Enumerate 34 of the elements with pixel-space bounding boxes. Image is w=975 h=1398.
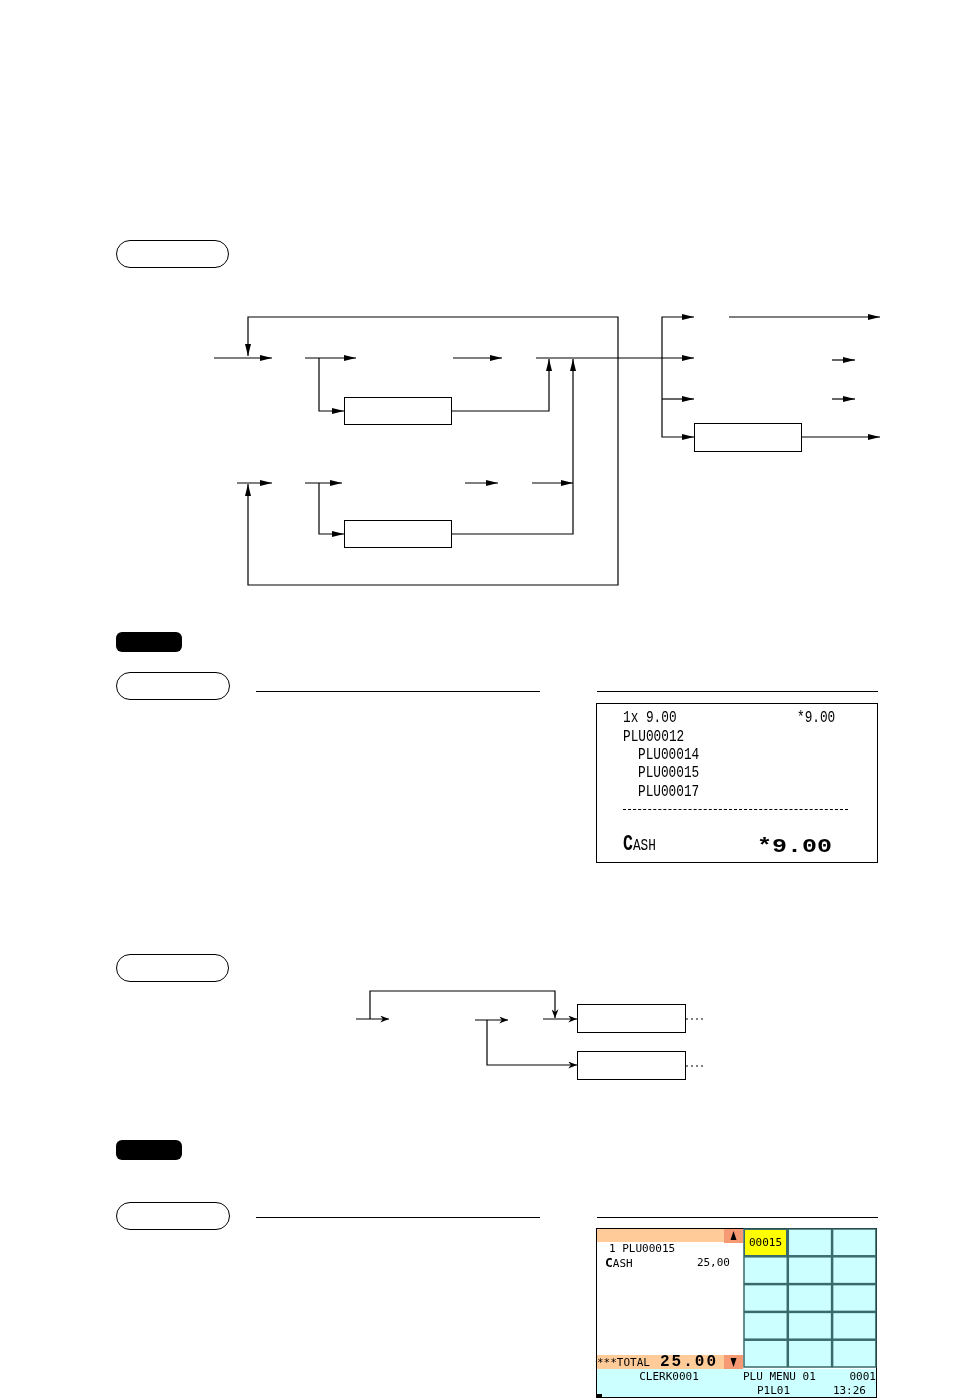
arrow <box>318 357 345 414</box>
receipt-text: *9.00 <box>757 836 832 858</box>
receipt-text: *9.00 <box>797 709 836 727</box>
screen-text: CLERK0001 <box>639 1369 699 1383</box>
dotted-leader-line <box>685 1065 705 1067</box>
screen-text: P1L01 <box>757 1383 791 1397</box>
dotted-leader-line <box>685 1018 705 1020</box>
arrow <box>451 358 576 535</box>
screen-text: 1 PLU00015 <box>609 1241 676 1255</box>
screen-text: 13:26 <box>832 1383 866 1397</box>
arrow <box>661 357 695 440</box>
process-box <box>344 520 452 548</box>
arrow <box>318 482 345 537</box>
receipt-text: 1x 9.00 <box>623 709 677 727</box>
process-box <box>344 397 452 425</box>
receipt-text: PLU00017 <box>638 783 700 801</box>
screen-text: ***TOTAL <box>597 1355 650 1369</box>
receipt-text: PLU00015 <box>638 764 700 782</box>
screen-text: 25,00 <box>696 1255 730 1269</box>
screen-text: 0001 <box>849 1369 876 1383</box>
screen-text: 25.00 <box>660 1355 718 1369</box>
process-box <box>694 423 802 452</box>
receipt-text: PLU00014 <box>638 746 700 764</box>
arrow <box>542 1015 578 1023</box>
process-box <box>577 1004 686 1033</box>
plu-key: 00015 <box>744 1229 787 1256</box>
screen-text: CASH <box>605 1255 633 1270</box>
process-box <box>577 1051 686 1080</box>
arrow <box>801 434 881 440</box>
receipt-text: PLU00012 <box>623 728 685 746</box>
arrow <box>486 1019 578 1069</box>
screen-text: PLU MENU 01 <box>743 1369 816 1383</box>
receipt-text: CASH <box>623 836 656 855</box>
arrow <box>451 358 552 412</box>
